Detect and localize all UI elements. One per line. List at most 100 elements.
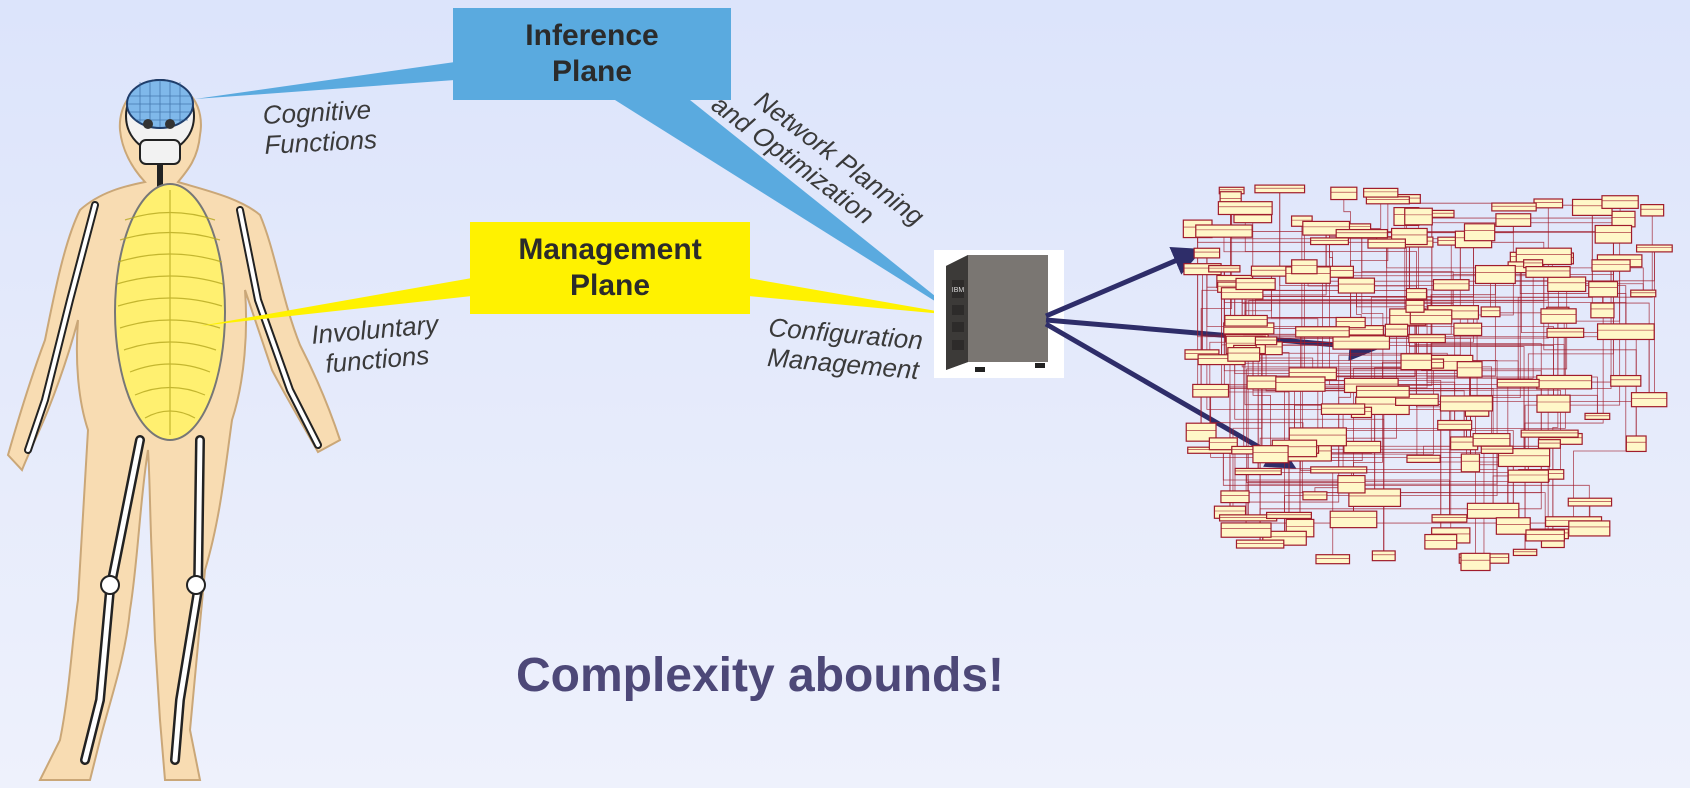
diagram-class-box (1395, 393, 1439, 406)
diagram-class-box (1320, 403, 1366, 415)
diagram-class-box (1536, 394, 1571, 413)
diagram-class-box (1537, 439, 1561, 449)
diagram-class-box (1217, 201, 1273, 216)
diagram-class-box (1220, 490, 1250, 504)
diagram-class-box (1635, 244, 1673, 253)
diagram-class-box (1540, 308, 1577, 324)
management-plane-line1: Management (518, 233, 702, 266)
diagram-class-box (1365, 196, 1410, 205)
diagram-class-box (1496, 378, 1540, 388)
diagram-class-box (1463, 223, 1496, 242)
diagram-class-box (1275, 376, 1326, 392)
diagram-class-box (1546, 327, 1585, 338)
diagram-class-box (1594, 224, 1633, 244)
diagram-class-box (1611, 210, 1636, 228)
diagram-class-box (1610, 374, 1642, 387)
diagram-class-box (1495, 213, 1532, 227)
diagram-class-box (1630, 289, 1657, 298)
diagram-class-box (1329, 510, 1378, 529)
diagram-class-box (1424, 533, 1458, 550)
diagram-class-box (1367, 238, 1406, 249)
diagram-connector (1343, 199, 1351, 224)
diagram-connector (1591, 199, 1650, 407)
diagram-class-box (1266, 511, 1312, 520)
diagram-connector (1257, 470, 1529, 475)
diagram-class-box (1437, 419, 1473, 431)
inference-plane-callout (195, 8, 965, 320)
diagram-class-box (1512, 548, 1538, 557)
diagram-class-box (1332, 335, 1391, 350)
diagram-class-box (1224, 314, 1268, 327)
diagram-connector (1517, 215, 1593, 380)
diagram-class-box (1246, 375, 1277, 390)
cognitive-line2: Functions (263, 124, 378, 160)
diagram-class-box (1460, 552, 1491, 572)
diagram-class-box (1533, 198, 1564, 209)
diagram-class-box (1355, 385, 1410, 398)
diagram-class-box (1456, 361, 1483, 378)
inference-plane-title: Inference Plane (453, 18, 731, 90)
diagram-class-box (1337, 474, 1366, 494)
diagram-class-box (1625, 435, 1647, 453)
diagram-class-box (1590, 302, 1615, 319)
diagram-class-box (1195, 224, 1253, 238)
diagram-class-box (1193, 247, 1221, 259)
diagram-class-box (1431, 514, 1468, 523)
diagram-class-box (1495, 517, 1531, 535)
diagram-class-box (1480, 445, 1514, 454)
inference-plane-box (453, 8, 731, 100)
diagram-class-box (1453, 322, 1483, 337)
diagram-connector (1361, 229, 1384, 398)
diagram-class-box (1466, 502, 1520, 519)
diagram-class-box (1472, 432, 1511, 447)
inference-plane-line2: Plane (551, 55, 633, 88)
diagram-class-box (1405, 299, 1425, 313)
diagram-class-box (1568, 520, 1611, 537)
diagram-connector (1573, 375, 1627, 527)
diagram-class-box (1536, 374, 1593, 390)
diagram-class-box (1310, 237, 1349, 246)
diagram-class-box (1432, 279, 1470, 291)
diagram-class-box (1330, 186, 1358, 201)
diagram-connector (1232, 341, 1263, 515)
diagram-class-box (1525, 529, 1565, 542)
diagram-class-box (1404, 207, 1433, 226)
diagram-connector (1202, 274, 1498, 447)
diagram-class-box (1235, 539, 1285, 549)
management-plane-box (470, 222, 750, 314)
diagram-class-box (1315, 554, 1351, 565)
diagram-class-box (1295, 326, 1350, 338)
diagram-class-box (1208, 437, 1238, 451)
diagram-class-box (1363, 187, 1399, 198)
involuntary-functions-label: Involuntary functions (310, 309, 442, 380)
diagram-class-box (1302, 491, 1328, 501)
diagram-class-box (1591, 259, 1631, 272)
diagram-class-box (1480, 306, 1501, 318)
management-plane-line2: Plane (569, 269, 651, 302)
diagram-class-box (1220, 522, 1272, 538)
diagram-class-box (1337, 277, 1376, 294)
diagram-class-box (1596, 323, 1655, 341)
diagram-class-box (1507, 469, 1549, 483)
server-tower-image: IBM (934, 250, 1064, 378)
diagram-connector (1200, 193, 1233, 424)
diagram-connector (1552, 307, 1559, 548)
diagram-class-box (1567, 497, 1613, 507)
diagram-connector (1245, 248, 1545, 354)
diagram-class-box (1254, 336, 1278, 346)
diagram-class-box (1601, 195, 1639, 209)
diagram-class-box (1335, 316, 1366, 329)
diagram-class-box (1185, 422, 1217, 442)
arrow-to-diagram-top (1045, 247, 1203, 319)
diagram-connector (1325, 221, 1559, 324)
diagram-class-box (1343, 440, 1382, 454)
diagram-class-box (1640, 204, 1665, 217)
diagram-class-box (1408, 334, 1446, 344)
diagram-class-box (1460, 453, 1481, 473)
diagram-class-box (1474, 264, 1516, 285)
cognitive-functions-label: Cognitive Functions (262, 94, 378, 160)
diagram-class-box (1400, 353, 1433, 371)
diagram-class-box (1254, 184, 1306, 194)
arrow-to-diagram-bottom (1044, 321, 1297, 469)
diagram-class-box (1192, 383, 1230, 398)
